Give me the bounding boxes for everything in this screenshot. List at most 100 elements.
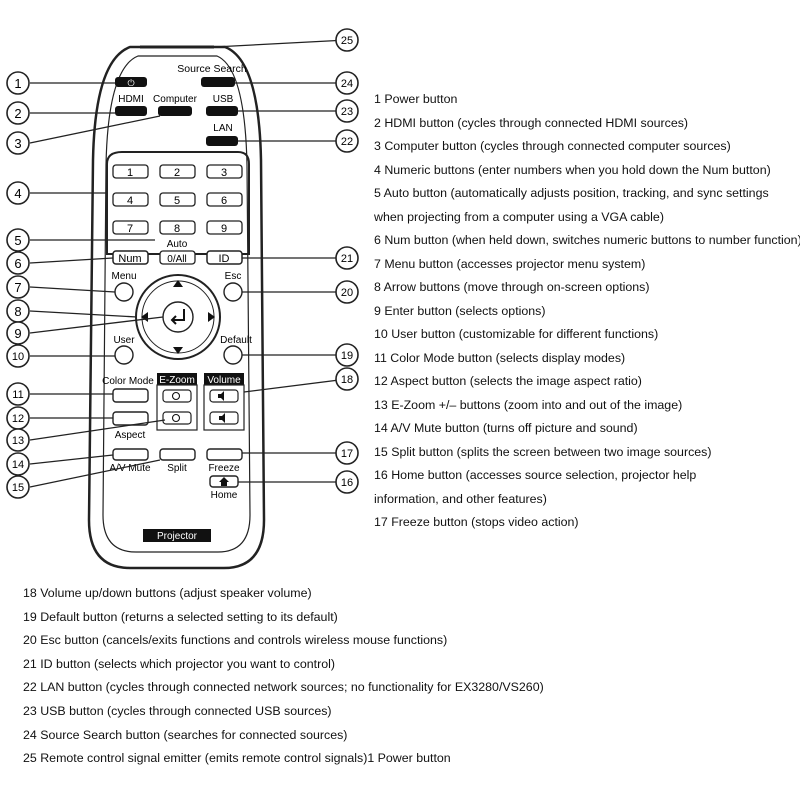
num-key-6[interactable]: [206, 192, 243, 207]
source-search-label: Source Search: [177, 63, 247, 75]
callout-9: 9: [6, 321, 30, 345]
arrow-right-icon[interactable]: [208, 312, 215, 322]
menu-button[interactable]: [114, 282, 134, 302]
volume-label: Volume: [207, 375, 241, 386]
callout-2: 2: [6, 101, 30, 125]
av-mute-label: A/V Mute: [109, 463, 151, 474]
ezoom-header: [157, 373, 197, 385]
svg-text:21: 21: [341, 253, 353, 265]
aspect-label: Aspect: [115, 430, 146, 441]
split-label: Split: [167, 463, 187, 474]
desc-freeze: 17 Freeze button (stops video action): [374, 515, 579, 529]
lan-button[interactable]: [206, 136, 238, 146]
power-button[interactable]: [115, 77, 147, 87]
menu-label: Menu: [111, 271, 136, 282]
svg-text:1: 1: [14, 76, 21, 91]
svg-text:14: 14: [12, 459, 24, 471]
remote-inner-outline: [102, 55, 251, 553]
desc-lan: 22 LAN button (cycles through connected …: [23, 680, 544, 695]
callout-14: 14: [6, 452, 30, 476]
desc-power: 1 Power button: [374, 92, 458, 106]
ezoom-plus-button[interactable]: [162, 389, 192, 403]
desc-home-cont: information, and other features): [374, 491, 547, 506]
num-key-6-label: 6: [221, 195, 227, 207]
desc-aspect: 12 Aspect button (selects the image aspe…: [374, 374, 642, 388]
svg-text:9: 9: [14, 326, 21, 341]
callout-21: 21: [335, 246, 359, 270]
svg-text:17: 17: [341, 448, 353, 460]
num-key-9[interactable]: [206, 220, 243, 235]
usb-label: USB: [213, 94, 234, 105]
desc-ezoom: 13 E-Zoom +/– buttons (zoom into and out…: [374, 397, 683, 412]
num-key-3[interactable]: [206, 164, 243, 179]
desc-emitter: 25 Remote control signal emitter (emits …: [23, 751, 451, 766]
callout-4: 4: [6, 181, 30, 205]
num-key-5[interactable]: [159, 192, 196, 207]
computer-button[interactable]: [158, 106, 192, 116]
svg-text:18: 18: [341, 374, 353, 386]
desc-arrows: 8 Arrow buttons (move through on-screen …: [374, 280, 650, 294]
callout-6: 6: [6, 251, 30, 275]
lan-label: LAN: [213, 123, 232, 134]
desc-computer: 3 Computer button (cycles through connec…: [374, 139, 731, 153]
num-button[interactable]: [112, 250, 149, 265]
desc-hdmi: 2 HDMI button (cycles through connected …: [374, 115, 689, 130]
volume-up-icon: [218, 391, 224, 401]
zero-all-button[interactable]: [159, 250, 196, 265]
callout-7: 7: [6, 275, 30, 299]
arrow-down-icon[interactable]: [173, 347, 183, 354]
svg-text:13: 13: [12, 435, 24, 447]
power-icon: ⏻: [127, 78, 134, 88]
svg-text:8: 8: [14, 304, 21, 319]
projector-label: Projector: [157, 531, 198, 542]
svg-text:23: 23: [341, 106, 353, 118]
desc-auto-cont: when projecting from a computer using a …: [374, 209, 664, 224]
callout-markers: 1 2 3 4 5 6 7 8 9 10 11 12 13 14 15 16 1…: [6, 28, 359, 499]
callout-17: 17: [335, 441, 359, 465]
default-label: Default: [220, 335, 252, 346]
ezoom-minus-button[interactable]: [162, 411, 192, 425]
num-key-4[interactable]: [112, 192, 149, 207]
esc-button[interactable]: [223, 282, 243, 302]
enter-icon: [170, 309, 185, 325]
svg-text:2: 2: [14, 106, 21, 121]
svg-text:4: 4: [14, 186, 21, 201]
num-key-8[interactable]: [159, 220, 196, 235]
num-label: Num: [118, 253, 141, 265]
desc-default: 19 Default button (returns a selected se…: [23, 609, 338, 624]
svg-text:6: 6: [14, 256, 21, 271]
split-button[interactable]: [159, 448, 196, 461]
svg-text:11: 11: [12, 389, 23, 401]
user-button[interactable]: [114, 345, 134, 365]
default-button[interactable]: [223, 345, 243, 365]
arrow-up-icon[interactable]: [173, 280, 183, 287]
enter-button[interactable]: [162, 301, 194, 333]
num-key-1[interactable]: [112, 164, 149, 179]
zoom-in-icon: [171, 391, 181, 401]
av-mute-button[interactable]: [112, 448, 149, 461]
num-key-4-label: 4: [127, 195, 133, 207]
color-mode-button[interactable]: [112, 388, 149, 403]
source-search-button[interactable]: [201, 77, 235, 87]
hdmi-button[interactable]: [115, 106, 147, 116]
home-label: Home: [211, 490, 238, 501]
svg-text:3: 3: [14, 136, 21, 151]
numeric-buttons: 1 2 3 4 5 6 7 8 9: [112, 164, 243, 235]
zoom-out-icon: [171, 413, 181, 423]
num-key-2-label: 2: [174, 167, 180, 179]
callout-13: 13: [6, 428, 30, 452]
num-key-7[interactable]: [112, 220, 149, 235]
numeric-panel: [106, 151, 250, 255]
num-key-2[interactable]: [159, 164, 196, 179]
freeze-button[interactable]: [206, 448, 243, 461]
svg-text:19: 19: [341, 350, 353, 362]
callout-10: 10: [6, 344, 30, 368]
usb-button[interactable]: [206, 106, 238, 116]
callout-11: 11: [6, 382, 30, 406]
callout-16: 16: [335, 470, 359, 494]
callout-3: 3: [6, 131, 30, 155]
desc-volume: 18 Volume up/down buttons (adjust speake…: [23, 586, 312, 600]
desc-split: 15 Split button (splits the screen betwe…: [374, 444, 712, 459]
projector-badge: [143, 529, 211, 542]
